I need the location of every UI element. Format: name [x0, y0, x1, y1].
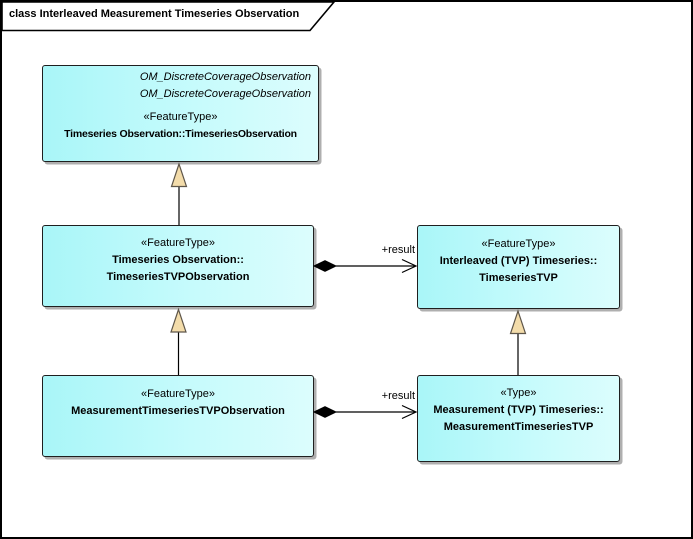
- composition-connector-result-bottom[interactable]: [312, 404, 418, 420]
- class-name: Interleaved (TVP) Timeseries::: [439, 255, 598, 267]
- class-box-timeseries-observation[interactable]: OM_DiscreteCoverageObservation OM_Discre…: [42, 65, 319, 162]
- class-stereotype: «FeatureType»: [143, 111, 218, 123]
- class-name: Timeseries Observation::: [112, 254, 244, 266]
- composition-connector-result-mid[interactable]: [312, 258, 418, 274]
- class-box-measurement-timeseries-tvp[interactable]: «Type» Measurement (TVP) Timeseries:: Me…: [417, 375, 620, 462]
- class-box-timeseries-tvp[interactable]: «FeatureType» Interleaved (TVP) Timeseri…: [417, 225, 620, 309]
- class-name: MeasurementTimeseriesTVP: [443, 421, 594, 433]
- class-box-timeseries-tvp-observation[interactable]: «FeatureType» Timeseries Observation:: T…: [42, 225, 314, 307]
- class-stereotype: «FeatureType»: [141, 388, 215, 400]
- class-name: Timeseries Observation::TimeseriesObserv…: [64, 128, 297, 140]
- class-name: TimeseriesTVP: [479, 272, 558, 284]
- connector-role-label-result-mid[interactable]: +result: [381, 244, 415, 256]
- class-name: Measurement (TVP) Timeseries::: [433, 404, 604, 416]
- class-stereotype: «FeatureType»: [481, 238, 556, 250]
- diagram-frame-tab: [2, 2, 336, 32]
- parent-class-label: OM_DiscreteCoverageObservation: [139, 71, 311, 83]
- generalization-connector-measurementtvpobs-to-tvpobservation[interactable]: [170, 307, 187, 376]
- class-stereotype: «Type»: [500, 387, 537, 399]
- parent-class-label: OM_DiscreteCoverageObservation: [139, 88, 311, 100]
- diagram-title: class Interleaved Measurement Timeseries…: [9, 8, 300, 20]
- class-stereotype: «FeatureType»: [141, 237, 215, 249]
- class-name: MeasurementTimeseriesTVPObservation: [71, 405, 285, 417]
- class-box-measurement-timeseries-tvp-observation[interactable]: «FeatureType» MeasurementTimeseriesTVPOb…: [42, 375, 314, 457]
- connector-role-label-result-bottom[interactable]: +result: [381, 390, 415, 402]
- generalization-connector-tvpobservation-to-timeseriesobservation[interactable]: [170, 162, 188, 225]
- generalization-connector-measurementtvp-to-timeseriestvp[interactable]: [509, 309, 527, 375]
- class-name: TimeseriesTVPObservation: [106, 271, 250, 283]
